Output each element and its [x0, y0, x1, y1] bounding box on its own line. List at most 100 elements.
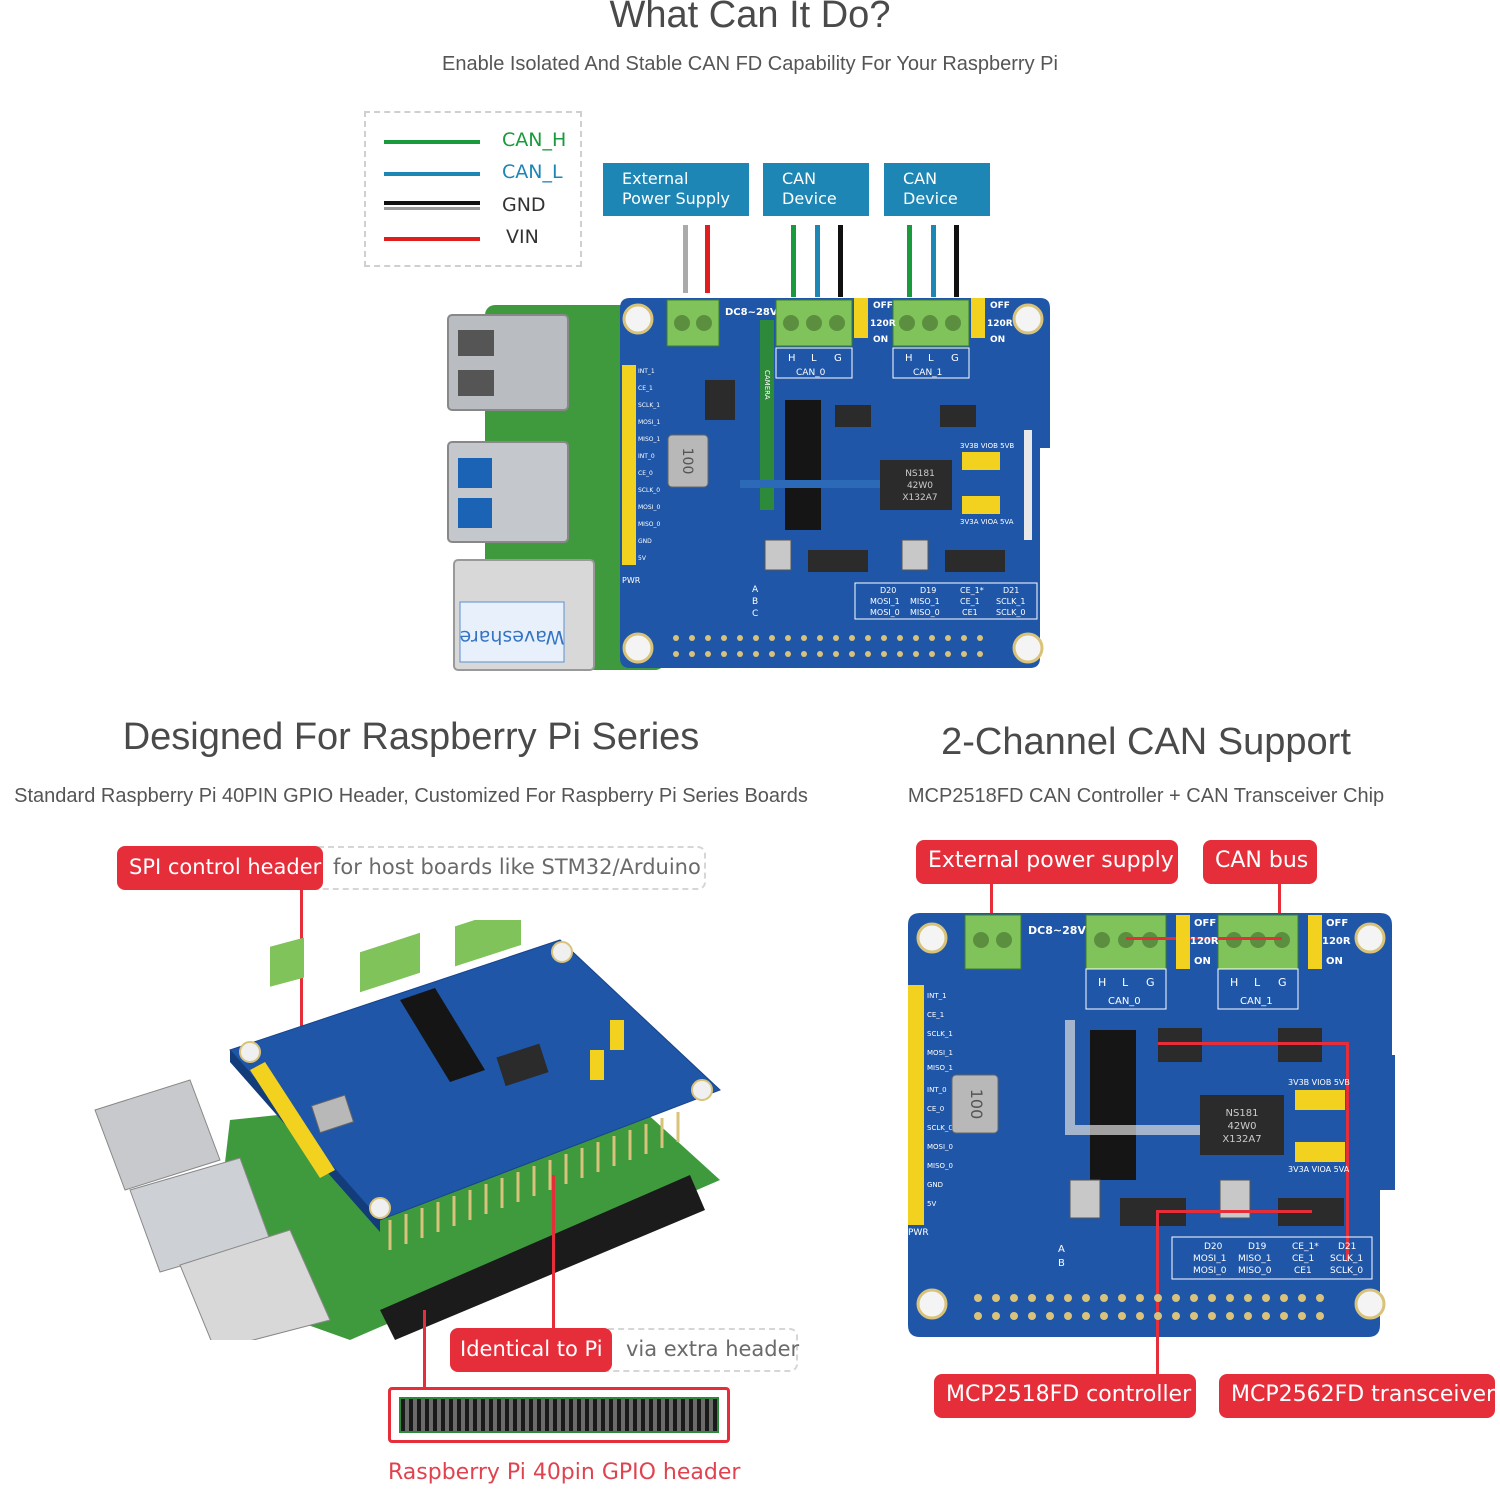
jumper-table: D20 D19 CE_1* D21 MOSI_1 MISO_1 CE_1 SCL… [854, 582, 1038, 620]
identical-to-pi-tag: Identical to Pi [450, 1328, 612, 1372]
legend-row-can-h: CAN_H [384, 129, 574, 155]
svg-text:OFF: OFF [990, 301, 1010, 311]
box-external-power-line2: Power Supply [622, 189, 730, 208]
svg-text:CAN_1: CAN_1 [1240, 996, 1273, 1007]
svg-text:MISO_0: MISO_0 [910, 608, 940, 617]
svg-text:PWR: PWR [908, 1228, 929, 1238]
svg-text:H: H [1098, 976, 1106, 989]
svg-text:INT_1: INT_1 [638, 368, 655, 375]
svg-text:H: H [788, 353, 796, 364]
svg-text:SCLK_0: SCLK_0 [1330, 1266, 1363, 1276]
legend-row-gnd: GND [384, 194, 574, 220]
box-can-device-1-line2: Device [903, 189, 958, 208]
can0-wires [791, 225, 843, 297]
svg-text:B: B [1058, 1258, 1065, 1269]
section-title-2-channel: 2-Channel CAN Support [941, 721, 1351, 763]
legend-label-can-h: CAN_H [502, 129, 567, 151]
box-can-device-1: CAN Device [884, 163, 990, 216]
svg-text:CE_1: CE_1 [960, 597, 980, 606]
top-board-illustration: Waveshare DC8~28V OFF 120R ON OFF 120R O… [447, 225, 1050, 671]
right-board-illustration: DC8~28V OFF 120R ON OFF 120R ON H L G CA… [908, 884, 1395, 1390]
svg-text:CE_0: CE_0 [927, 1105, 944, 1113]
can1-wires [907, 225, 959, 297]
power-wires [683, 225, 710, 293]
box-can-device-0: CAN Device [763, 163, 869, 216]
svg-text:A: A [752, 585, 759, 595]
gpio-caption: Raspberry Pi 40pin GPIO header [388, 1460, 741, 1485]
svg-text:G: G [1278, 976, 1287, 989]
legend-wire-can-l [384, 172, 480, 176]
box-can-device-0-line1: CAN [782, 169, 817, 188]
spi-pointer-line [300, 890, 303, 1070]
svg-text:OFF: OFF [1194, 918, 1216, 929]
gpio-pointer-line [423, 1310, 426, 1388]
legend-label-vin: VIN [506, 226, 539, 248]
svg-text:H: H [905, 353, 913, 364]
legend-wire-vin [384, 237, 480, 241]
svg-text:INT_0: INT_0 [927, 1086, 947, 1094]
svg-text:MOSI_1: MOSI_1 [927, 1049, 953, 1057]
svg-text:MISO_0: MISO_0 [1238, 1266, 1272, 1276]
svg-text:PWR: PWR [622, 576, 641, 585]
identical-pointer-line [552, 1175, 555, 1330]
svg-text:3V3B VIOB 5VB: 3V3B VIOB 5VB [960, 442, 1014, 450]
box-external-power-supply: External Power Supply [603, 163, 749, 216]
svg-text:G: G [1146, 976, 1155, 989]
legend-wire-can-h [384, 140, 480, 144]
svg-text:X132A7: X132A7 [1222, 1134, 1261, 1145]
svg-text:MOSI_0: MOSI_0 [870, 608, 900, 617]
svg-text:OFF: OFF [1326, 918, 1348, 929]
section-subtitle-left: Standard Raspberry Pi 40PIN GPIO Header,… [14, 785, 808, 807]
spi-note-text: for host boards like STM32/Arduino [333, 855, 701, 879]
spi-header-top [622, 365, 636, 565]
svg-text:INT_0: INT_0 [638, 453, 655, 460]
legend-wire-gnd-gray [384, 207, 480, 210]
svg-text:100: 100 [967, 1089, 986, 1120]
svg-text:120R: 120R [987, 319, 1013, 329]
svg-text:3V3B VIOB 5VB: 3V3B VIOB 5VB [1288, 1078, 1350, 1087]
svg-text:D21: D21 [1338, 1242, 1356, 1252]
svg-text:3V3A VIOA 5VA: 3V3A VIOA 5VA [1288, 1165, 1350, 1174]
spi-control-header-tag: SPI control header [117, 846, 323, 890]
svg-text:5V: 5V [927, 1200, 936, 1208]
svg-text:CE_0: CE_0 [638, 470, 653, 477]
svg-text:D20: D20 [880, 586, 896, 595]
svg-text:ON: ON [1194, 956, 1211, 967]
svg-text:B: B [752, 597, 758, 607]
wire-legend: CAN_H CAN_L GND VIN [364, 111, 582, 267]
gpio-holes-top [673, 635, 983, 657]
svg-text:L: L [1122, 976, 1129, 989]
svg-text:ON: ON [1326, 956, 1343, 967]
svg-text:CE_1*: CE_1* [1292, 1242, 1319, 1252]
gpio-pins-left [388, 1112, 680, 1250]
svg-text:L: L [928, 353, 934, 364]
svg-text:120R: 120R [1190, 936, 1219, 947]
svg-text:SCLK_0: SCLK_0 [996, 608, 1025, 617]
svg-text:CAN_0: CAN_0 [1108, 996, 1141, 1007]
svg-text:G: G [951, 353, 959, 364]
gpio-header-body [399, 1397, 719, 1433]
svg-text:SCLK_1: SCLK_1 [638, 402, 660, 409]
mount-hole-bl [622, 632, 654, 664]
svg-text:42W0: 42W0 [1228, 1121, 1257, 1132]
box-can-device-0-line2: Device [782, 189, 837, 208]
svg-text:100: 100 [679, 448, 695, 475]
svg-text:ON: ON [873, 335, 888, 345]
svg-text:MOSI_1: MOSI_1 [870, 597, 900, 606]
mcp2562fd-transceiver-tag: MCP2562FD transceiver [1219, 1374, 1495, 1418]
svg-text:NS181: NS181 [905, 469, 935, 479]
svg-text:CAMERA: CAMERA [763, 370, 771, 400]
waveshare-sticker [459, 601, 565, 663]
svg-text:D19: D19 [1248, 1242, 1267, 1252]
identical-note-text: via extra header [626, 1337, 800, 1361]
svg-text:CE_1: CE_1 [1292, 1254, 1314, 1264]
svg-text:CAN_0: CAN_0 [796, 368, 826, 378]
can-bus-tag: CAN bus [1203, 840, 1317, 884]
svg-text:3V3A VIOA 5VA: 3V3A VIOA 5VA [960, 518, 1014, 526]
svg-text:GND: GND [638, 538, 652, 545]
svg-text:MISO_1: MISO_1 [910, 597, 940, 606]
svg-text:SCLK_0: SCLK_0 [927, 1124, 953, 1132]
gpio-header-strip [388, 1387, 730, 1443]
svg-text:SCLK_1: SCLK_1 [927, 1030, 953, 1038]
svg-text:D21: D21 [1003, 586, 1019, 595]
